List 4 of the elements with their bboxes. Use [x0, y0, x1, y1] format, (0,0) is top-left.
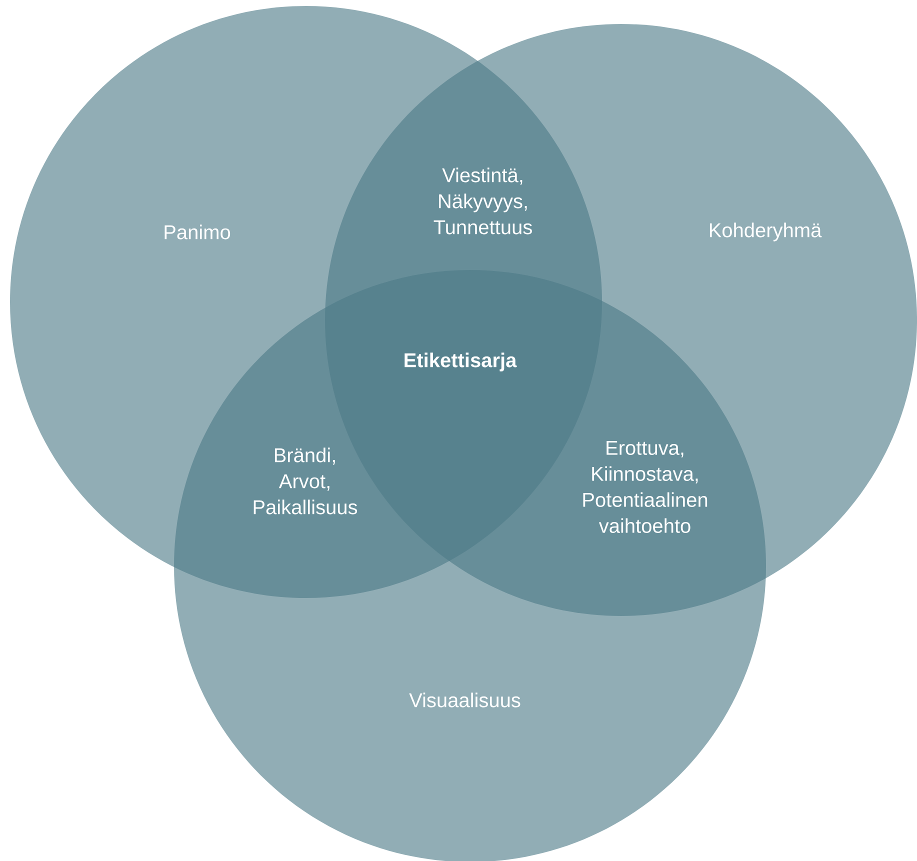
region-label: Viestintä, Näkyvyys, Tunnettuus	[434, 168, 532, 234]
region-label: Erottuva, Kiinnostava, Potentiaalinen vaihtoehto	[583, 441, 708, 533]
region-label: Etikettisarja	[404, 352, 517, 372]
region-label: Brändi, Arvot, Paikallisuus	[254, 448, 358, 514]
